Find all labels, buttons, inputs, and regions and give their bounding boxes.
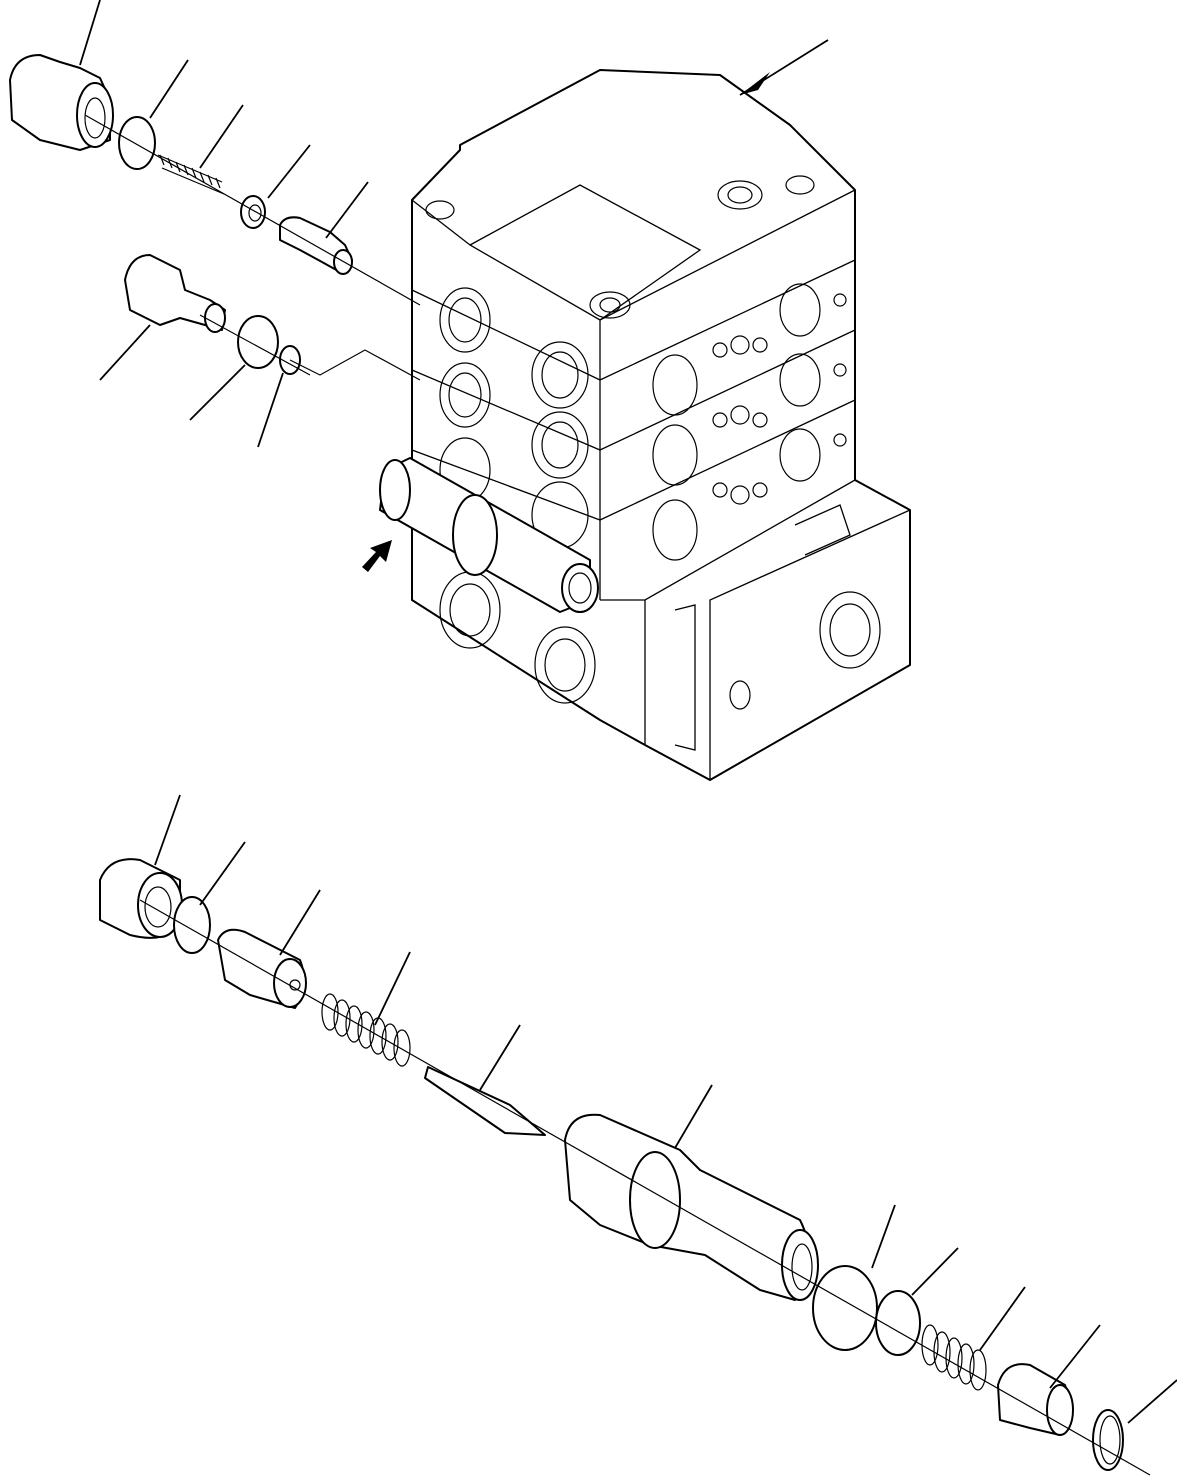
port-holes bbox=[425, 175, 881, 710]
upper-relief-parts bbox=[9, 54, 353, 375]
center-lines bbox=[84, 114, 1151, 1476]
control-valve-block bbox=[362, 69, 911, 781]
leader-lines bbox=[79, 0, 1177, 1424]
installed-relief-valve bbox=[379, 457, 599, 613]
arrow-icon bbox=[362, 540, 392, 572]
block-arrowhead-icon bbox=[740, 72, 770, 95]
lower-relief-parts bbox=[99, 858, 1124, 1471]
